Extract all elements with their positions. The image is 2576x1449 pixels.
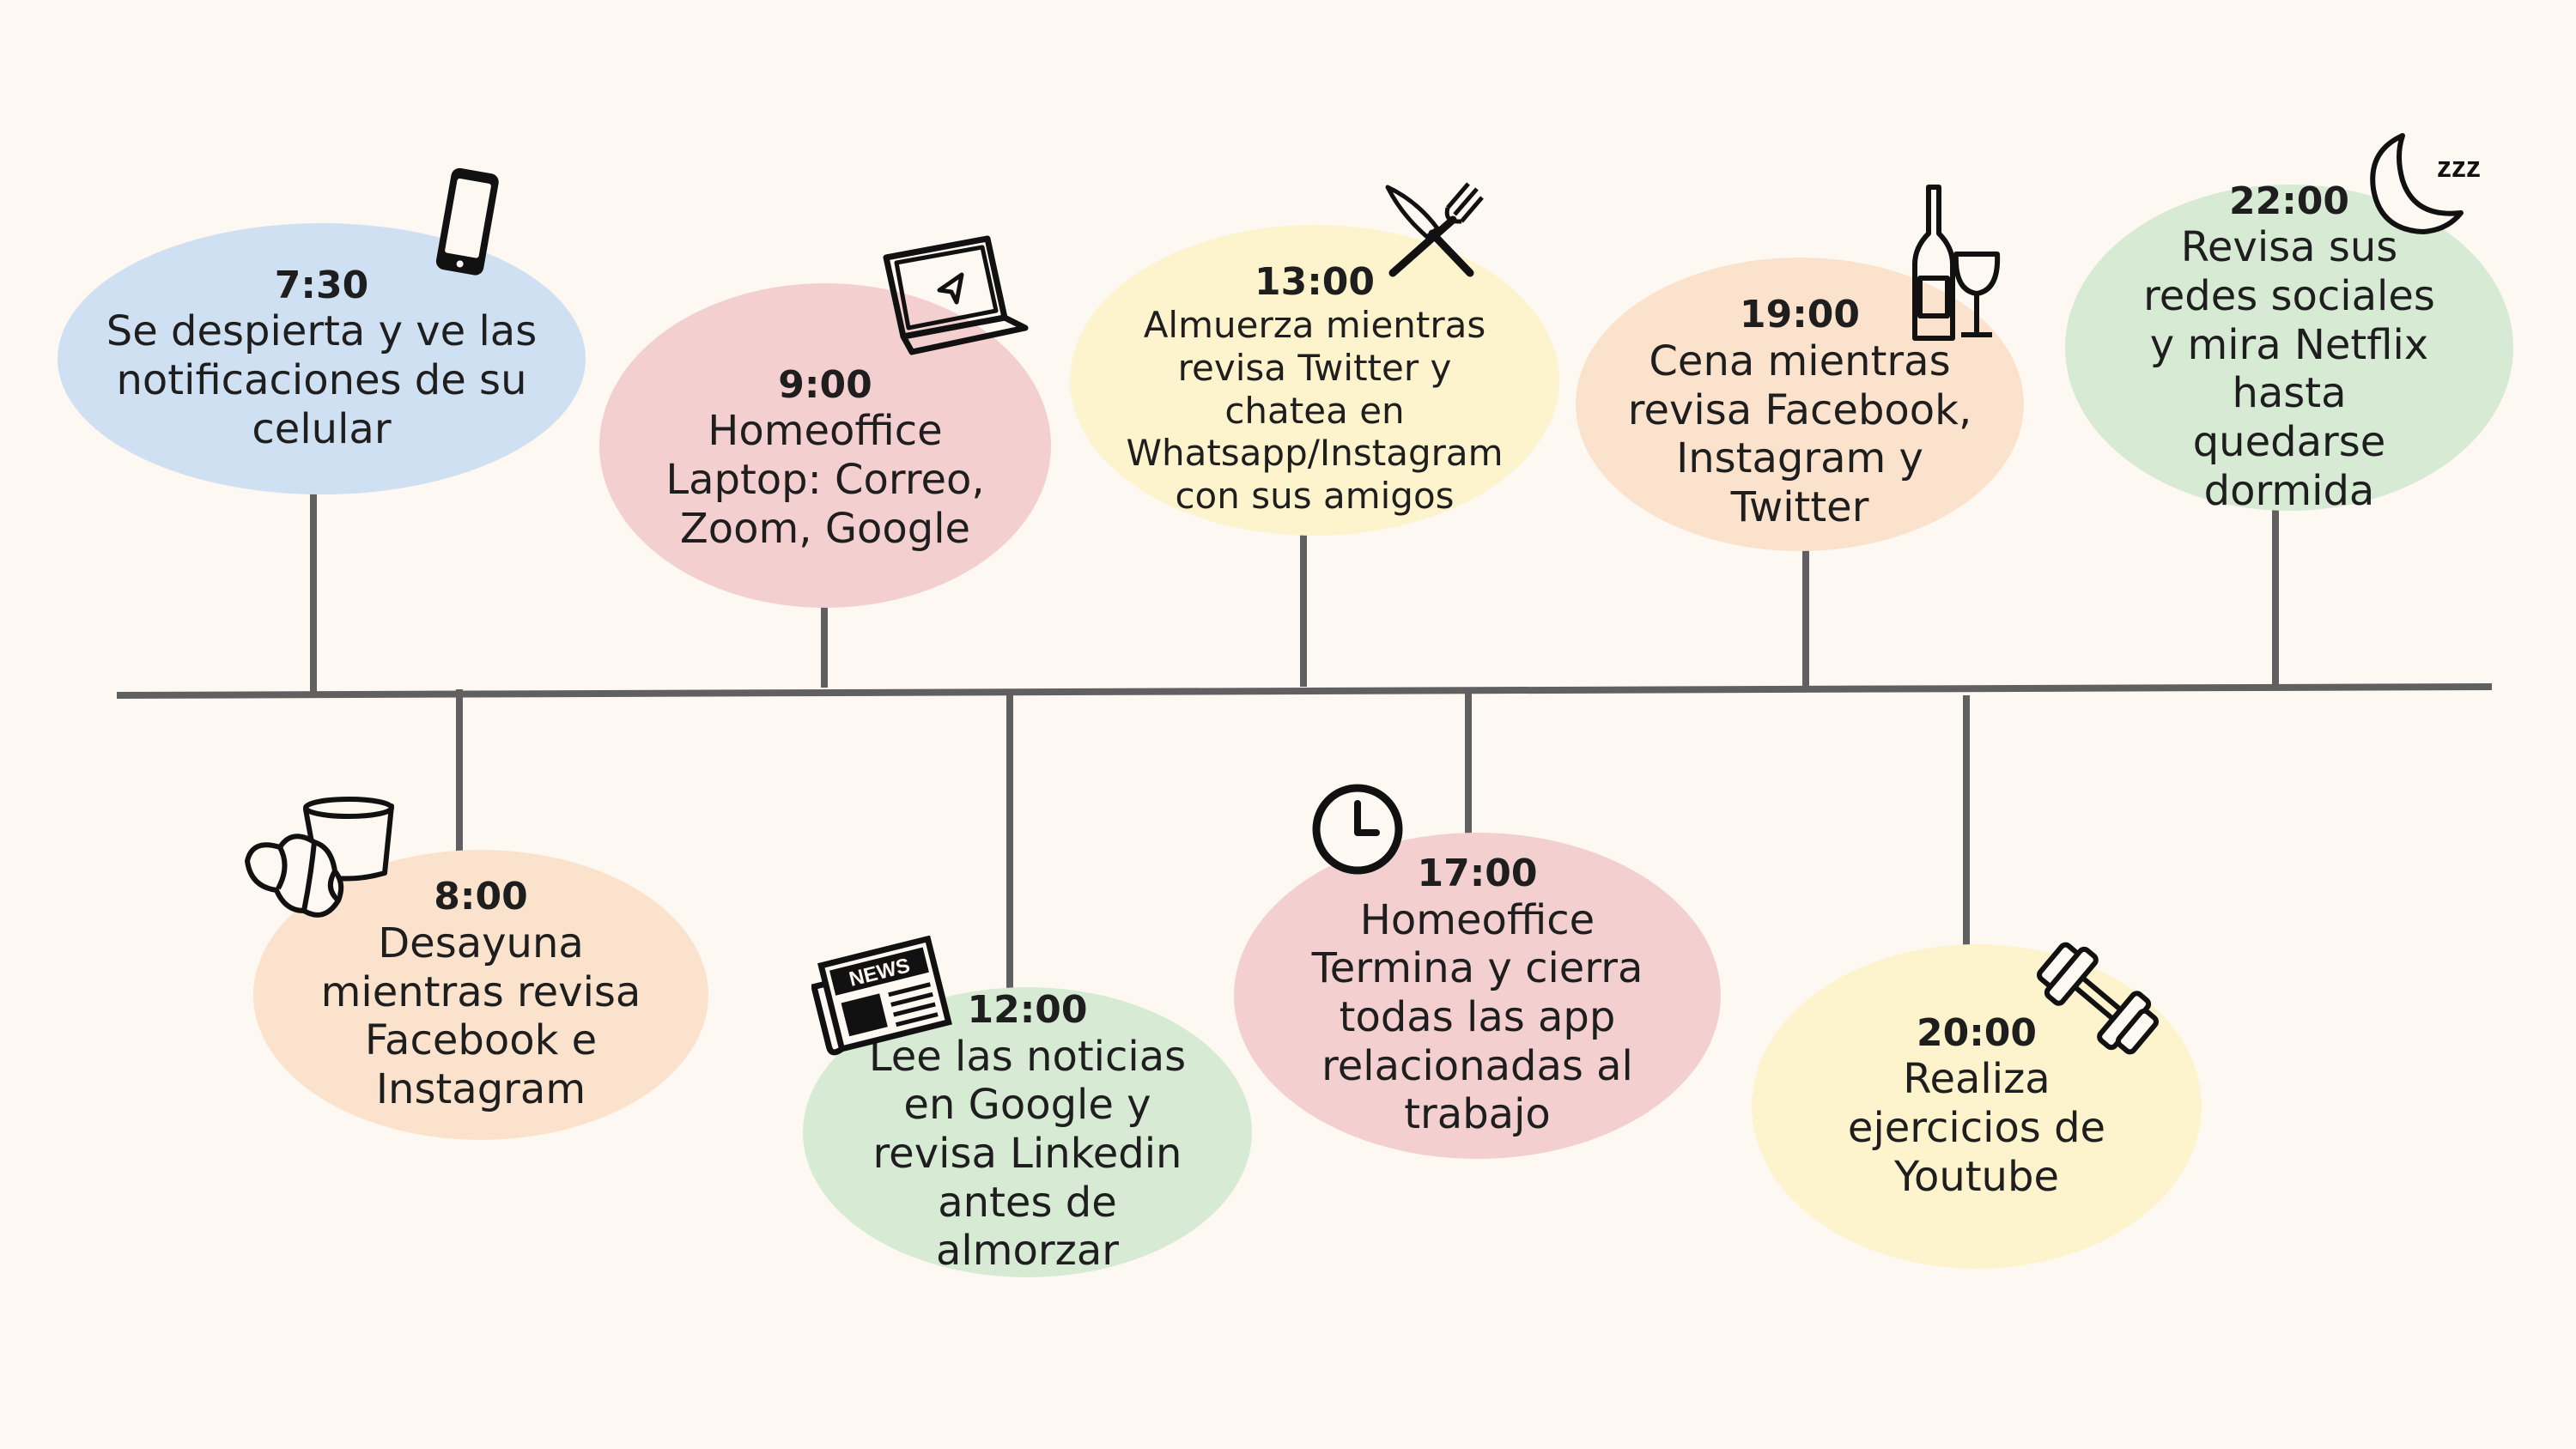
event-bubble-20-00: 20:00 Realiza ejercicios de Youtube [1752, 944, 2202, 1269]
moon-icon: zzz [2370, 133, 2481, 234]
event-time: 12:00 [967, 988, 1088, 1033]
event-time: 17:00 [1417, 852, 1538, 896]
event-bubble-22-00: 22:00 Revisa sus redes sociales y mira N… [2065, 179, 2513, 515]
event-description: Almuerza mientras revisa Twitter y chate… [1126, 304, 1504, 517]
clock-icon [1312, 784, 1403, 875]
event-time: 20:00 [1916, 1010, 2038, 1055]
event-time: 19:00 [1739, 293, 1861, 337]
event-time: 22:00 [2228, 179, 2350, 223]
laptop-icon [883, 235, 1029, 355]
event-time: 7:30 [274, 263, 369, 307]
event-time: 9:00 [778, 362, 872, 407]
event-description: Se despierta y ve las notificaciones de … [106, 307, 538, 453]
event-description: Homeoffice Laptop: Correo, Zoom, Google [665, 407, 985, 553]
event-description: Realiza ejercicios de Youtube [1847, 1055, 2106, 1201]
event-description: Homeoffice Termina y cierra todas las ap… [1311, 895, 1643, 1139]
timeline-axis [116, 683, 2493, 699]
event-bubble-13-00: 13:00 Almuerza mientras revisa Twitter y… [1070, 225, 1559, 536]
event-description: Revisa sus redes sociales y mira Netflix… [2143, 223, 2435, 515]
event-time: 13:00 [1254, 259, 1376, 304]
wine-icon [1912, 185, 2001, 341]
event-bubble-7-30: 7:30 Se despierta y ve las notificacione… [58, 223, 586, 494]
breakfast-icon [245, 797, 394, 918]
phone-icon [435, 167, 499, 276]
moon-zzz-label: zzz [2437, 151, 2481, 184]
event-description: Desayuna mientras revisa Facebook e Inst… [320, 919, 641, 1113]
event-description: Cena mientras revisa Facebook, Instagram… [1627, 337, 1972, 531]
event-bubble-17-00: 17:00 Homeoffice Termina y cierra todas … [1234, 833, 1721, 1159]
newspaper-icon: NEWS [811, 936, 952, 1056]
event-time: 8:00 [434, 875, 528, 919]
event-description: Lee las noticias en Google y revisa Link… [868, 1032, 1187, 1276]
cutlery-icon [1385, 182, 1484, 277]
dumbbell-icon [2036, 942, 2160, 1055]
